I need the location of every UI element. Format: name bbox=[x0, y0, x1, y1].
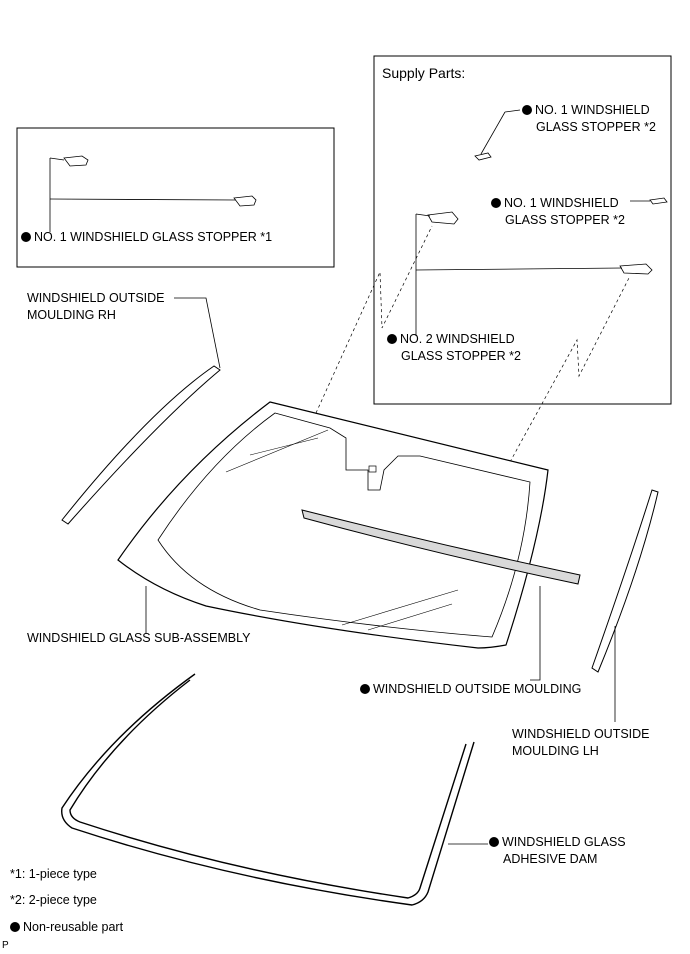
label-supply-stopper2: NO. 2 WINDSHIELD GLASS STOPPER *2 bbox=[387, 331, 521, 365]
outside-moulding-rh bbox=[61, 365, 221, 525]
supply-stopper2-leader bbox=[415, 213, 623, 336]
non-reusable-bullet-icon bbox=[387, 334, 397, 344]
legend-non-reusable: Non-reusable part bbox=[10, 919, 123, 936]
supply-stopper1-b bbox=[630, 197, 668, 205]
label-glass-sub-assembly: WINDSHIELD GLASS SUB-ASSEMBLY bbox=[27, 631, 251, 645]
legend-note-2: *2: 2-piece type bbox=[10, 893, 97, 907]
non-reusable-bullet-icon bbox=[360, 684, 370, 694]
label-supply-stopper1-b: NO. 1 WINDSHIELD GLASS STOPPER *2 bbox=[491, 195, 625, 229]
label-leaders bbox=[145, 297, 616, 845]
label-stopper-1-piece: NO. 1 WINDSHIELD GLASS STOPPER *1 bbox=[21, 229, 272, 246]
legend-note-1: *1: 1-piece type bbox=[10, 867, 97, 881]
non-reusable-bullet-icon bbox=[21, 232, 31, 242]
label-moulding-lh: WINDSHIELD OUTSIDE MOULDING LH bbox=[512, 727, 650, 758]
supply-parts-box bbox=[373, 55, 672, 405]
supply-stopper2-right bbox=[619, 263, 653, 275]
label-outside-moulding: WINDSHIELD OUTSIDE MOULDING bbox=[360, 681, 581, 698]
stopper-1-piece-right bbox=[233, 195, 257, 207]
non-reusable-bullet-icon bbox=[522, 105, 532, 115]
outside-moulding-lh bbox=[591, 489, 659, 673]
non-reusable-bullet-icon bbox=[10, 922, 20, 932]
one-piece-box bbox=[16, 127, 335, 268]
adhesive-dam bbox=[61, 673, 475, 906]
non-reusable-bullet-icon bbox=[489, 837, 499, 847]
box1-leader bbox=[49, 157, 237, 232]
stopper-1-piece-left bbox=[63, 155, 89, 167]
supply-stopper2-left bbox=[427, 211, 459, 225]
label-moulding-rh: WINDSHIELD OUTSIDE MOULDING RH bbox=[27, 291, 165, 322]
non-reusable-bullet-icon bbox=[491, 198, 501, 208]
label-supply-stopper1-a: NO. 1 WINDSHIELD GLASS STOPPER *2 bbox=[522, 102, 656, 136]
corner-mark: P bbox=[2, 940, 9, 951]
outside-moulding bbox=[301, 509, 581, 585]
projection-lines bbox=[315, 225, 631, 463]
supply-parts-title: Supply Parts: bbox=[382, 65, 466, 81]
supply-stopper1-a bbox=[474, 109, 521, 161]
label-adhesive-dam: WINDSHIELD GLASS ADHESIVE DAM bbox=[489, 834, 626, 868]
